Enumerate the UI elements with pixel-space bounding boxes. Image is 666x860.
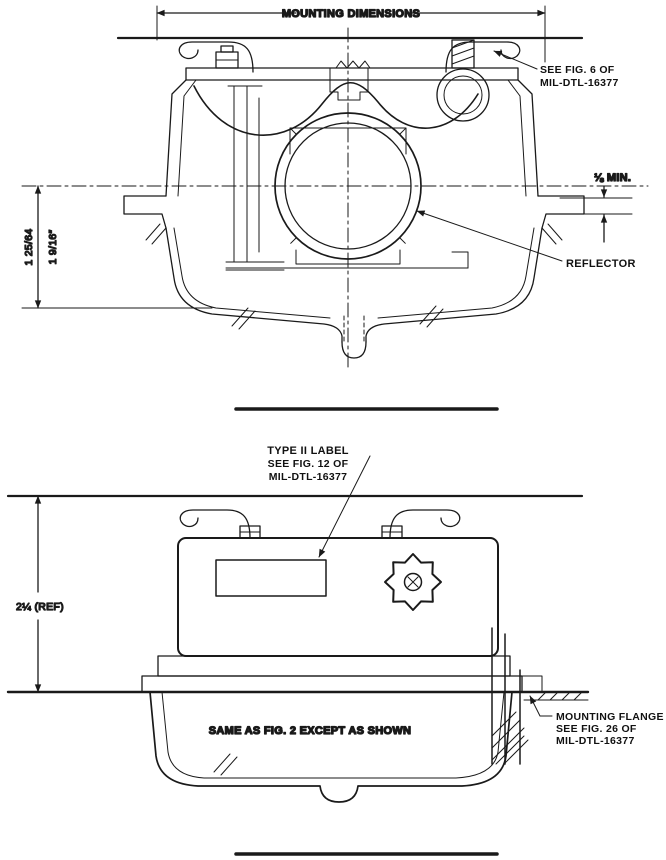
- spring-clip-left-2: [179, 509, 251, 539]
- min-clearance-value: ⅛ MIN.: [594, 172, 631, 184]
- housing-cross-section: [123, 39, 585, 359]
- mounting-dimensions-dimension: MOUNTING DIMENSIONS: [156, 5, 546, 63]
- figure-bottom-elevation: TYPE II LABEL SEE FIG. 12 OF MIL-DTL-163…: [6, 445, 664, 856]
- lamp-bracket: [227, 85, 263, 263]
- housing-steps: [141, 655, 523, 693]
- callout-see-fig6: SEE FIG. 6 OF MIL-DTL-16377: [493, 50, 619, 89]
- callout-type2-line1: TYPE II LABEL: [267, 445, 349, 457]
- upper-housing: [177, 525, 499, 657]
- callout-type2-line2: SEE FIG. 12 OF: [268, 458, 349, 470]
- mounting-flange: [6, 627, 590, 765]
- depth-dimension-value-b: 1 9/16″: [47, 229, 59, 264]
- spring-clip-left: [178, 41, 254, 73]
- bottom-nub: [341, 341, 367, 359]
- flange-left: [123, 195, 167, 229]
- body-note: SAME AS FIG. 2 EXCEPT AS SHOWN: [209, 725, 412, 737]
- callout-see-fig6-line2: MIL-DTL-16377: [540, 77, 619, 89]
- mounting-dimensions-title: MOUNTING DIMENSIONS: [282, 8, 420, 20]
- callout-reflector: REFLECTOR: [416, 210, 636, 270]
- height-dimension-value: 2¼ (REF): [16, 601, 64, 613]
- centerlines: [21, 27, 649, 369]
- height-dimension: 2¼ (REF): [15, 495, 64, 693]
- callout-type2-line3: MIL-DTL-16377: [269, 471, 348, 483]
- callout-type2-label: TYPE II LABEL SEE FIG. 12 OF MIL-DTL-163…: [267, 445, 371, 558]
- lamp-internals: [193, 60, 479, 271]
- gear-knob-icon: [384, 553, 442, 611]
- callout-see-fig6-line1: SEE FIG. 6 OF: [540, 64, 615, 76]
- callout-flange-line3: MIL-DTL-16377: [556, 735, 635, 747]
- spring-clip-right-2: [389, 509, 461, 539]
- hatch-marks-top: [145, 223, 563, 330]
- figure-top-cross-section: MOUNTING DIMENSIONS: [21, 5, 649, 411]
- depth-dimension: 1 25/64 1 9/16″: [21, 185, 213, 309]
- callout-flange-line1: MOUNTING FLANGE: [556, 711, 664, 723]
- retaining-wire: [193, 81, 479, 136]
- callout-mounting-flange: MOUNTING FLANGE SEE FIG. 26 OF MIL-DTL-1…: [529, 695, 664, 747]
- min-clearance-dimension: ⅛ MIN.: [559, 171, 633, 243]
- flange-right: [537, 195, 585, 229]
- callout-flange-line2: SEE FIG. 26 OF: [556, 723, 637, 735]
- spring-clips-2: [179, 509, 461, 539]
- socket: [329, 67, 369, 101]
- reflector-label: REFLECTOR: [566, 258, 636, 270]
- depth-dimension-value-a: 1 25/64: [23, 228, 35, 265]
- bolt-right: [451, 39, 475, 69]
- hatch-marks-bottom: [213, 753, 238, 776]
- type2-label-plate: [215, 559, 327, 597]
- lower-housing: SAME AS FIG. 2 EXCEPT AS SHOWN: [149, 691, 513, 803]
- adjuster-mechanism: [436, 68, 490, 122]
